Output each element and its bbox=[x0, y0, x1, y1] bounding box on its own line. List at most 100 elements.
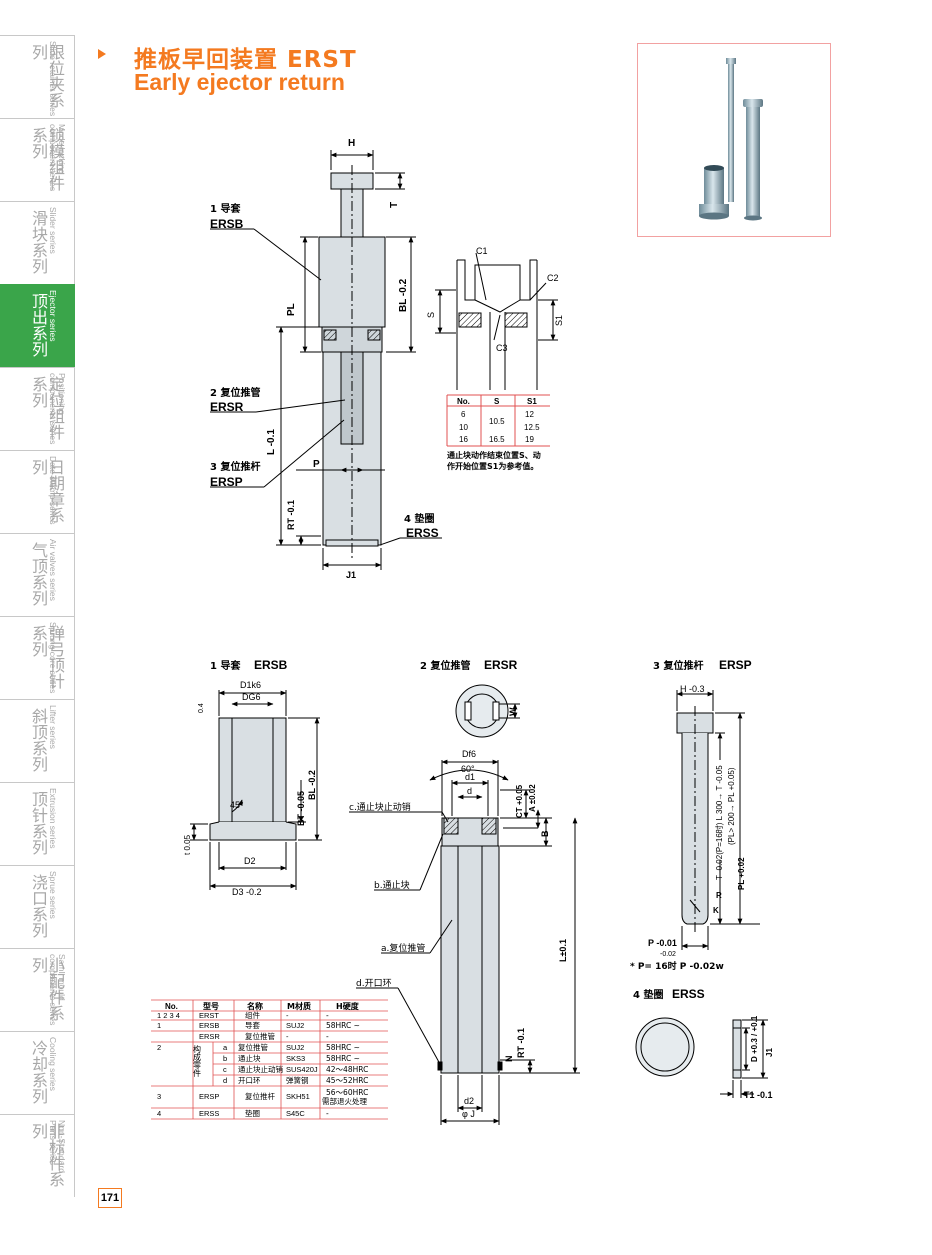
detail-s1: S1 bbox=[554, 315, 564, 326]
ersr-dim-n: N bbox=[504, 1056, 514, 1063]
sidebar-item-label-en: Lifter series bbox=[48, 705, 58, 749]
ersp-dim-p-sub: -0.02 bbox=[660, 951, 676, 958]
detail-table-header-s1: S1 bbox=[527, 397, 537, 406]
parts-table-cell: 弹簧钢 bbox=[286, 1075, 309, 1085]
parts-table-cell: d bbox=[223, 1076, 227, 1085]
parts-table-cell: ERSS bbox=[199, 1109, 219, 1118]
ersr-dim-a: A ±0.02 bbox=[528, 784, 537, 812]
ersr-dim-l: L±0.1 bbox=[558, 939, 568, 962]
erss-dim-t1: T1 -0.1 bbox=[744, 1090, 773, 1100]
parts-table-cell: SUJ2 bbox=[286, 1043, 304, 1052]
detail-c3: C3 bbox=[496, 343, 508, 353]
parts-table-header: No. bbox=[165, 1002, 178, 1011]
detail-table-header-s: S bbox=[494, 397, 500, 406]
parts-table-cell: ERSP bbox=[199, 1092, 219, 1101]
parts-table: No. 型号 名称 M材质 H硬度 bbox=[165, 1001, 360, 1011]
erss-dim-d: D +0.3 / +0.1 bbox=[750, 1015, 759, 1062]
ersr-heading-num: 2 复位推管 bbox=[420, 659, 470, 672]
parts-table-cell: SUJ2 bbox=[286, 1021, 304, 1030]
erss-heading-num: 4 垫圈 bbox=[633, 988, 663, 1001]
product-photo-image bbox=[699, 58, 763, 221]
assembly-label-ersp-num: 3 复位推杆 bbox=[210, 460, 260, 473]
parts-table-cell: 45～52HRC bbox=[326, 1076, 368, 1085]
ersb-dim-d3: D3 -0.2 bbox=[232, 887, 262, 897]
ersr-dim-d: Df6 bbox=[462, 749, 476, 759]
sidebar-item-label-en: Ejector series bbox=[48, 290, 58, 342]
dim-assembly-l: L -0.1 bbox=[266, 429, 277, 455]
parts-table-cell: 通止块 bbox=[238, 1053, 261, 1063]
ersr-drawing bbox=[349, 684, 580, 1125]
parts-table-cell: SKS3 bbox=[286, 1054, 305, 1063]
ersb-dim-angle: 45° bbox=[230, 800, 244, 810]
sidebar-item-label-en: Non-Standard Parts series bbox=[48, 1120, 67, 1173]
ersb-heading-code: ERSB bbox=[254, 658, 288, 672]
detail-table-cell: 16.5 bbox=[489, 435, 505, 444]
ersp-heading-num: 3 复位推杆 bbox=[653, 659, 703, 672]
dim-assembly-j1: J1 bbox=[346, 570, 356, 580]
parts-table-cell: b bbox=[223, 1054, 227, 1063]
parts-table-cell: - bbox=[286, 1011, 289, 1020]
page-title-en: Early ejector return bbox=[134, 69, 345, 95]
ersr-label-a: a.复位推管 bbox=[381, 942, 425, 954]
dim-assembly-bl: BL -0.2 bbox=[398, 278, 409, 312]
parts-table-cell: 复位推杆 bbox=[245, 1091, 275, 1101]
sidebar-item-label-cn: 气顶系列 bbox=[29, 542, 48, 606]
assembly-label-erss-num: 4 垫圈 bbox=[404, 512, 434, 525]
erss-drawing bbox=[635, 1017, 768, 1098]
assembly-label-erss-code: ERSS bbox=[406, 526, 439, 540]
parts-table-header: 型号 bbox=[203, 1001, 219, 1011]
sidebar-item-label-en: Extrusion series bbox=[48, 788, 58, 849]
ersb-dim-d: DG6 bbox=[242, 692, 261, 702]
detail-table-cell: 19 bbox=[525, 435, 534, 444]
assembly-drawing bbox=[210, 150, 442, 570]
detail-table-cell: 6 bbox=[461, 410, 466, 419]
assembly-label-ersb-num: 1 导套 bbox=[210, 202, 241, 215]
parts-table-cell: - bbox=[326, 1109, 329, 1118]
ersp-heading-code: ERSP bbox=[719, 658, 752, 672]
parts-table-cell: 58HRC ~ bbox=[326, 1043, 360, 1052]
detail-note-line2: 作开始位置S1为参考值。 bbox=[447, 461, 538, 471]
sidebar-item-label-en: Air valves series bbox=[48, 539, 58, 601]
ersb-dim-bt: BT -0.05 bbox=[296, 791, 306, 826]
parts-table-cell: 58HRC ~ bbox=[326, 1054, 360, 1063]
parts-table-cell: a bbox=[223, 1043, 228, 1052]
parts-table-cell: ERSB bbox=[199, 1021, 219, 1030]
ersb-dim-d1: D1k6 bbox=[240, 680, 261, 690]
sidebar-item-label-en: Sprung core series bbox=[48, 622, 58, 694]
sidebar-item-label-cn: 浇口系列 bbox=[29, 874, 48, 938]
ersr-dim-rt: RT -0.1 bbox=[516, 1028, 526, 1058]
parts-table-cell: 58HRC ~ bbox=[326, 1021, 360, 1030]
parts-table-cell: 复位推管 bbox=[238, 1042, 268, 1052]
parts-table-cell: 组件 bbox=[245, 1010, 260, 1020]
page-number: 171 bbox=[98, 1188, 122, 1208]
parts-table-cell: 4 bbox=[157, 1109, 161, 1118]
parts-table-cell: - bbox=[286, 1032, 289, 1041]
parts-table-cell: 复位推管 bbox=[245, 1031, 275, 1041]
ersr-dim-d-inner: d bbox=[467, 786, 472, 796]
ersp-drawing bbox=[676, 690, 760, 950]
parts-table-cell: 42～48HRC bbox=[326, 1065, 368, 1074]
ersr-heading-code: ERSR bbox=[484, 658, 518, 672]
sidebar-item-label-cn: 弹弓顶针系列 bbox=[29, 625, 65, 689]
sidebar-item-label-en: Slide retainer series bbox=[48, 41, 58, 117]
parts-table-cell: ERSR bbox=[199, 1032, 220, 1041]
sidebar-item-label-cn: 日期章系列 bbox=[29, 459, 65, 523]
sidebar-item-label-cn: 小配件系列 bbox=[29, 957, 65, 1021]
erss-dim-j1: J1 bbox=[765, 1048, 774, 1057]
parts-table-cell: c bbox=[223, 1065, 227, 1074]
